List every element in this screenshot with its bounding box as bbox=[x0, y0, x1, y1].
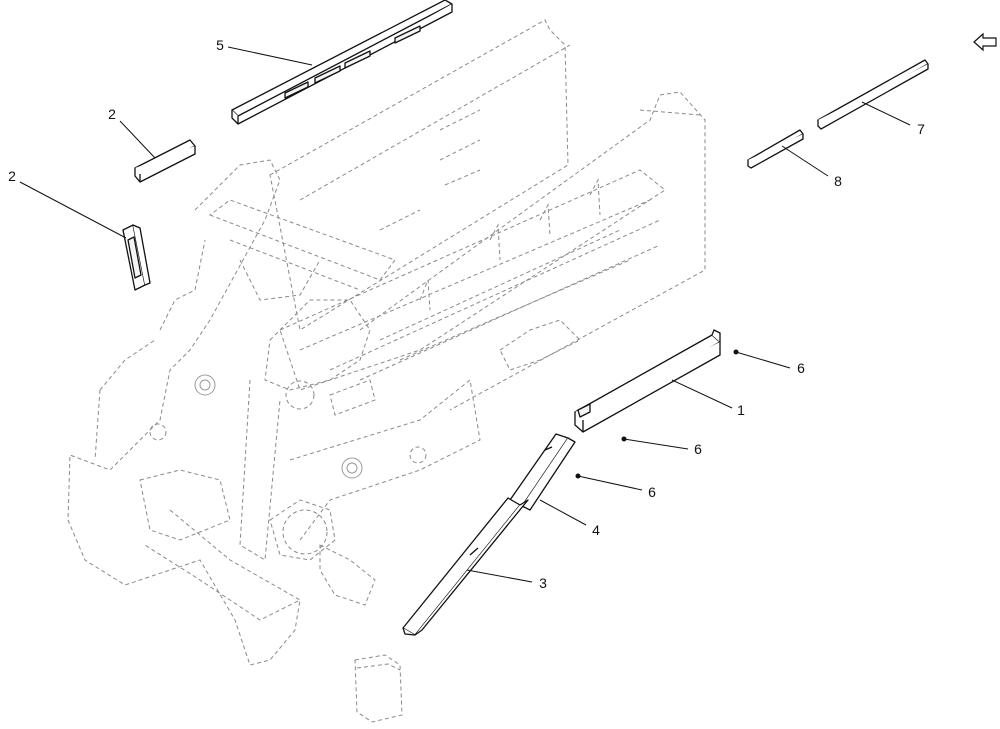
callout-4: 4 bbox=[592, 522, 600, 538]
callout-1: 1 bbox=[737, 402, 745, 418]
part-4-channel[interactable] bbox=[509, 433, 576, 511]
part-1-channel[interactable] bbox=[574, 329, 721, 433]
part-5-rail[interactable] bbox=[231, 0, 453, 125]
part-2-bracket-upper[interactable] bbox=[134, 139, 196, 183]
leader-lines bbox=[19, 46, 911, 583]
callout-5: 5 bbox=[216, 37, 224, 53]
callout-7: 7 bbox=[917, 121, 925, 137]
callout-8: 8 bbox=[834, 173, 842, 189]
callout-2-upper: 2 bbox=[108, 106, 116, 122]
callout-3: 3 bbox=[539, 575, 547, 591]
part-3-channel[interactable] bbox=[402, 497, 529, 636]
callout-2-lower: 2 bbox=[8, 168, 16, 184]
callout-6-c: 6 bbox=[648, 484, 656, 500]
part-8-rail[interactable] bbox=[747, 129, 804, 169]
callout-6-a: 6 bbox=[797, 360, 805, 376]
arrow-left-icon[interactable] bbox=[973, 32, 997, 52]
callout-6-b: 6 bbox=[694, 441, 702, 457]
callout-labels: 5 2 2 7 8 6 1 6 6 4 3 bbox=[8, 37, 925, 591]
frame-assembly-ghost bbox=[67, 19, 706, 723]
part-2-bracket-vertical[interactable] bbox=[122, 224, 151, 291]
part-7-rail[interactable] bbox=[817, 59, 929, 130]
